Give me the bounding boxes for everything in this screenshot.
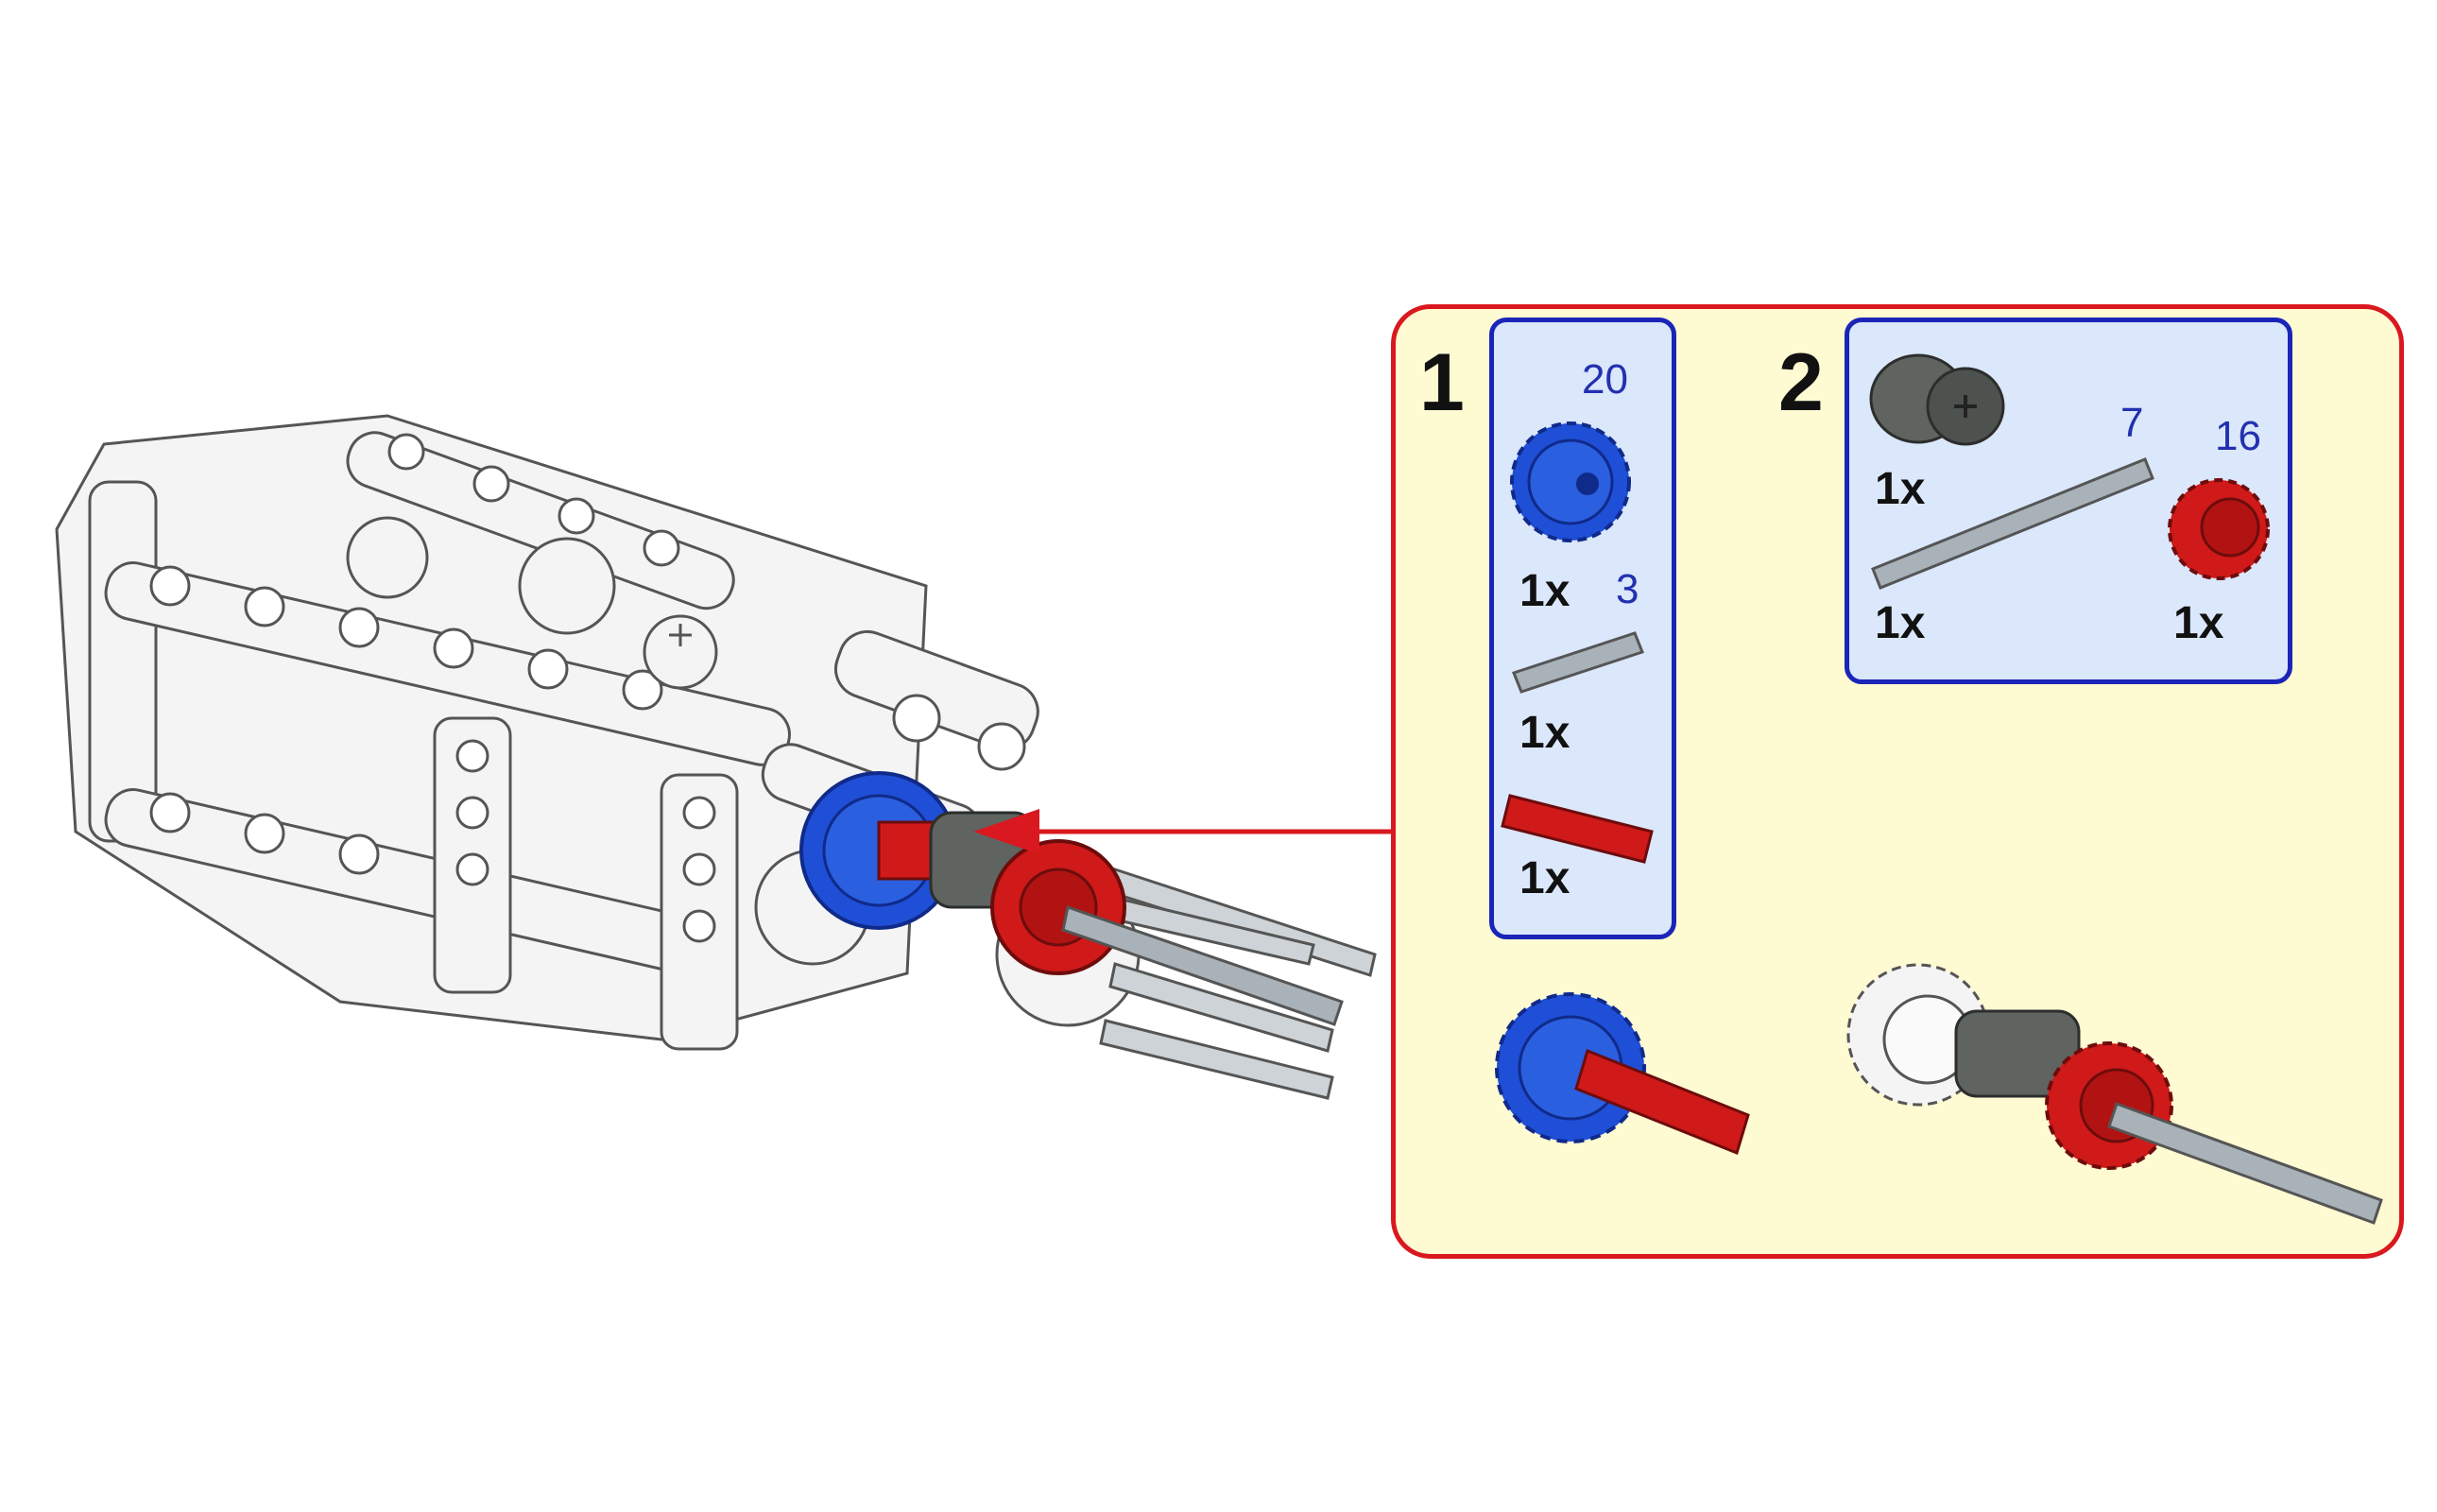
substep-2-number: 2 <box>1778 337 1824 428</box>
long-axle-icon <box>1871 457 2154 590</box>
long-axle-qty: 1x <box>1875 598 1926 648</box>
white-frame-illustration <box>55 414 1141 1051</box>
substep-1-result <box>1495 992 1750 1156</box>
red-axle-connector-icon <box>1501 794 1654 864</box>
red-gear-icon <box>2168 478 2270 580</box>
axle-length-label: 3 <box>1616 566 1639 612</box>
output-axles <box>1099 868 1377 1100</box>
gear-qty: 1x <box>1519 566 1570 616</box>
short-axle-icon <box>1512 631 1644 694</box>
substep-1-number: 1 <box>1419 337 1465 428</box>
red-gear-size-label: 16 <box>2215 413 2261 459</box>
axle-qty: 1x <box>1519 708 1570 758</box>
clutch-qty: 1x <box>1875 464 1926 514</box>
gray-clutch-icon <box>1869 353 2005 446</box>
substep-2-result <box>1846 963 2383 1225</box>
gear-size-label: 20 <box>1582 356 1628 403</box>
connector-qty: 1x <box>1519 853 1570 903</box>
placement-arrow <box>973 809 1394 854</box>
long-axle-length-label: 7 <box>2120 400 2144 446</box>
blue-gear-icon <box>1510 421 1631 542</box>
red-gear-qty: 1x <box>2173 598 2224 648</box>
